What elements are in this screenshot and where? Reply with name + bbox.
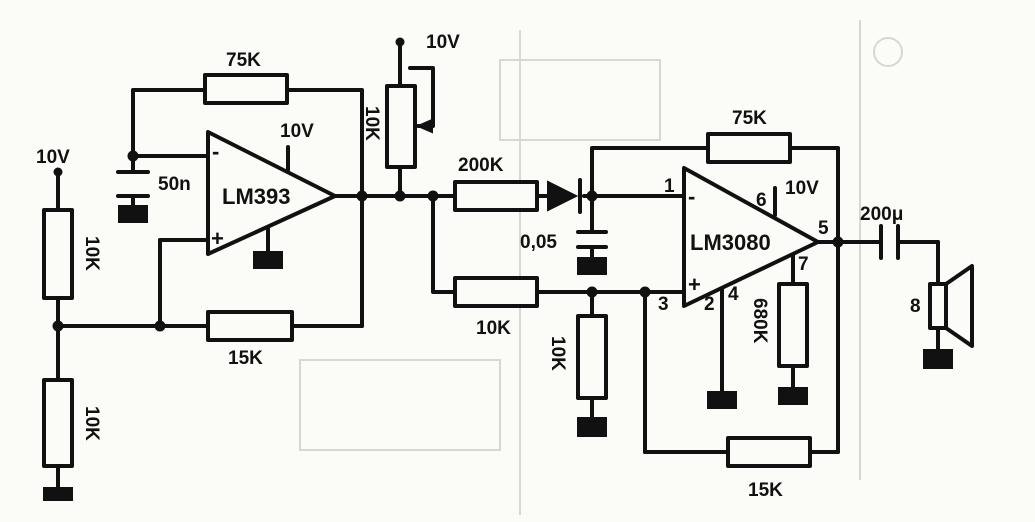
diode — [547, 178, 582, 214]
amp-r-feedback — [706, 132, 792, 164]
junction-dot — [586, 286, 598, 298]
junction-dot — [154, 320, 166, 332]
junction-dot — [832, 236, 844, 248]
amp-r-series — [453, 180, 539, 212]
amplifier-plus-label: + — [688, 272, 701, 297]
pot-supply-label: 10V — [426, 32, 460, 53]
output-capacitor-label: 200μ — [860, 204, 903, 225]
amplifier-pin-6: 6 — [756, 190, 767, 211]
junction-dot — [427, 190, 439, 202]
comparator-supply-label: 10V — [280, 121, 314, 142]
ground-symbol — [577, 257, 607, 275]
speaker-label: 8 — [910, 296, 921, 317]
junction-dot — [127, 150, 139, 162]
junction-dot — [52, 320, 64, 332]
amp-r-positive-label: 15K — [748, 480, 783, 501]
divider-r-top-label: 10K — [81, 236, 102, 271]
wires — [56, 42, 940, 490]
junction-dot — [639, 286, 651, 298]
amp-r-shunt — [576, 314, 608, 400]
ground-symbol — [43, 487, 73, 501]
amp-r-positive — [726, 436, 812, 468]
ground-symbol — [253, 251, 283, 269]
amplifier-pin-7: 7 — [798, 254, 809, 275]
divider-r-bottom — [42, 378, 74, 468]
junction-dot — [356, 190, 368, 202]
background-artifacts — [299, 20, 903, 515]
amp-r-bias — [777, 282, 809, 368]
supply-terminal — [53, 167, 63, 177]
comparator-r-hysteresis — [206, 310, 294, 342]
output-capacitor — [879, 224, 900, 260]
lm3080-opamp — [682, 166, 820, 308]
amp-capacitor — [576, 230, 608, 249]
comparator-r-feedback — [203, 73, 289, 105]
ground-symbol — [118, 205, 148, 223]
amp-r-shunt-label: 10K — [547, 336, 568, 371]
amplifier-pin-5: 5 — [818, 218, 829, 239]
comparator-r-feedback-label: 75K — [226, 50, 261, 71]
amplifier-pin-4: 4 — [728, 284, 739, 305]
amplifier-minus-label: - — [688, 184, 695, 209]
ground-symbol — [707, 391, 737, 409]
ground-symbol — [778, 387, 808, 405]
amp-r-bias-label: 680K — [749, 298, 770, 344]
amplifier-pin-3: 3 — [658, 294, 669, 315]
supply-terminal — [395, 37, 405, 47]
ground-symbols — [43, 205, 953, 501]
comparator-capacitor-label: 50n — [158, 174, 191, 195]
amp-r-input-label: 10K — [476, 318, 511, 339]
amp-r-series-label: 200K — [458, 155, 504, 176]
potentiometer — [385, 84, 433, 169]
ground-symbol — [923, 349, 953, 369]
amplifier-pin-1: 1 — [664, 176, 675, 197]
comparator-r-hysteresis-label: 15K — [228, 348, 263, 369]
junction-dots — [52, 37, 844, 332]
speaker — [928, 264, 974, 348]
ground-symbol — [577, 417, 607, 437]
junction-dot — [586, 190, 598, 202]
amp-r-feedback-label: 75K — [732, 108, 767, 129]
pot-value-label: 10K — [361, 106, 382, 141]
lm393-opamp — [206, 130, 337, 256]
comparator-plus-label: + — [211, 226, 224, 251]
comparator-part-label: LM393 — [222, 184, 290, 209]
amp-capacitor-label: 0,05 — [520, 232, 557, 253]
amplifier-pin-2: 2 — [704, 294, 715, 315]
divider-r-bottom-label: 10K — [81, 406, 102, 441]
comparator-minus-label: - — [212, 139, 219, 164]
comparator-capacitor — [116, 170, 150, 198]
amp-r-input — [453, 276, 539, 308]
divider-supply-label: 10V — [36, 147, 70, 168]
junction-dot — [394, 190, 406, 202]
amplifier-part-label: LM3080 — [690, 230, 771, 255]
divider-r-top — [42, 208, 74, 300]
amplifier-supply-label: 10V — [785, 178, 819, 199]
